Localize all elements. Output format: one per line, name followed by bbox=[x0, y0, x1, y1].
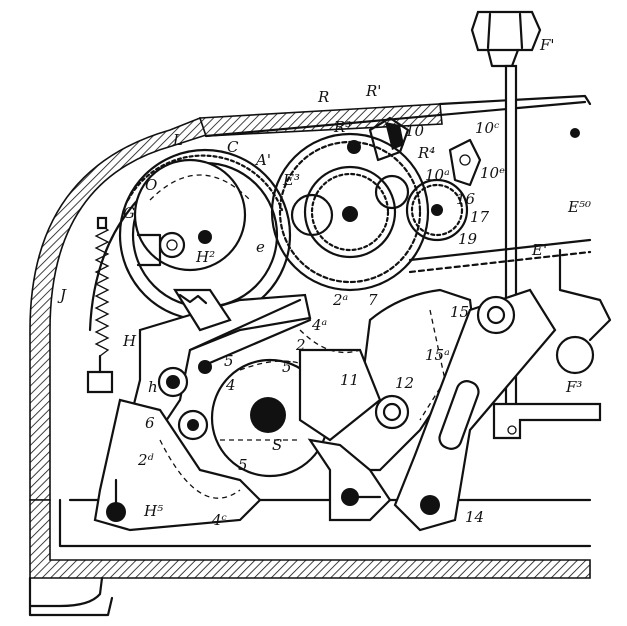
label-r: R bbox=[317, 88, 329, 106]
label-l: L bbox=[172, 131, 183, 149]
label-f3: F³ bbox=[565, 378, 582, 396]
label-19: 19 bbox=[458, 230, 478, 248]
lever-15 bbox=[318, 288, 477, 472]
arm-h5 bbox=[93, 398, 262, 532]
gear-cluster-center bbox=[270, 116, 430, 292]
label-2a: 2ᵃ bbox=[332, 291, 348, 309]
label-5a: 5 bbox=[224, 352, 234, 370]
knob-rod-assembly bbox=[470, 10, 602, 440]
label-o: O bbox=[145, 176, 157, 194]
label-10: 10 bbox=[405, 122, 425, 140]
arm-14 bbox=[393, 288, 595, 532]
lever-h bbox=[128, 288, 312, 441]
label-2: 2 bbox=[295, 336, 306, 354]
label-f-prime: F' bbox=[539, 36, 555, 54]
label-10a: 10ᵃ bbox=[425, 166, 450, 184]
gear-small-right bbox=[405, 138, 482, 242]
label-h2: H² bbox=[195, 248, 215, 266]
rack-e bbox=[408, 238, 612, 342]
label-10e: 10ᵉ bbox=[480, 164, 505, 182]
label-10c: 10ᶜ bbox=[475, 119, 499, 137]
wheel-s bbox=[210, 348, 382, 478]
label-e50: E⁵⁰ bbox=[567, 198, 591, 216]
label-16: 16 bbox=[456, 190, 476, 208]
label-h-lower: h bbox=[148, 378, 158, 396]
label-h-upper: H bbox=[122, 332, 137, 350]
label-e3: E³ bbox=[282, 171, 300, 189]
label-j: J bbox=[57, 286, 67, 304]
label-5b: 5 bbox=[282, 358, 292, 376]
label-6: 6 bbox=[145, 414, 155, 432]
label-r-prime: R' bbox=[365, 82, 381, 100]
label-s: S bbox=[272, 436, 282, 454]
label-5c: 5 bbox=[238, 456, 248, 474]
label-7: 7 bbox=[368, 291, 378, 309]
label-e-prime: E' bbox=[531, 241, 547, 259]
lower-center-lever bbox=[307, 438, 392, 522]
label-g: G bbox=[123, 204, 135, 222]
label-11: 11 bbox=[340, 371, 359, 389]
label-14: 14 bbox=[465, 508, 484, 526]
label-4a: 4ᵃ bbox=[311, 316, 327, 334]
label-h5: H⁵ bbox=[143, 502, 163, 520]
link-bar bbox=[188, 298, 361, 441]
label-4c: 4ᶜ bbox=[211, 511, 227, 529]
label-15a: 15ᵃ bbox=[425, 346, 450, 364]
spring-j bbox=[86, 216, 114, 394]
label-r4: R⁴ bbox=[417, 144, 435, 162]
top-cover-details bbox=[570, 128, 580, 138]
label-15: 15 bbox=[450, 303, 469, 321]
label-12: 12 bbox=[395, 374, 414, 392]
label-4: 4 bbox=[225, 376, 236, 394]
label-17: 17 bbox=[470, 208, 490, 226]
label-e: e bbox=[256, 238, 265, 256]
label-2d: 2ᵈ bbox=[137, 451, 154, 469]
label-c: C bbox=[227, 138, 239, 156]
label-a-prime: A' bbox=[254, 151, 271, 169]
label-r3: R³ bbox=[333, 118, 351, 136]
reference-labels: F' R R' R³ R⁴ 10 10ᵃ 10ᶜ 10ᵉ 16 17 19 E⁵… bbox=[57, 36, 591, 529]
housing-frame bbox=[28, 94, 592, 617]
